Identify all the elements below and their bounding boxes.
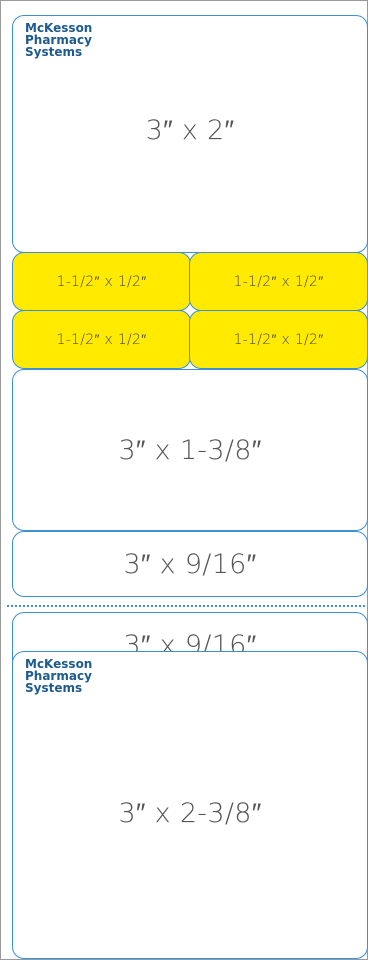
label-3x1-3-8: 3″ x 1-3/8″ bbox=[12, 369, 368, 531]
label-size-text: 3″ x 2-3/8″ bbox=[118, 797, 262, 829]
brand-line: Systems bbox=[25, 681, 83, 695]
brand-line: Pharmacy bbox=[25, 669, 92, 683]
brand-line: McKesson bbox=[25, 657, 93, 671]
label-size-text: 3″ x 1-3/8″ bbox=[118, 434, 262, 466]
label-3x2: McKesson Pharmacy Systems 3″ x 2″ bbox=[12, 15, 368, 253]
label-small-yellow: 1-1/2″ x 1/2″ bbox=[12, 252, 191, 311]
brand-line: Systems bbox=[25, 45, 83, 59]
label-size-text: 1-1/2″ x 1/2″ bbox=[233, 274, 324, 290]
brand-logo: McKesson Pharmacy Systems bbox=[25, 658, 92, 694]
label-size-text: 3″ x 9/16″ bbox=[123, 548, 257, 580]
label-small-yellow: 1-1/2″ x 1/2″ bbox=[189, 252, 368, 311]
brand-line: McKesson bbox=[25, 21, 93, 35]
label-size-text: 3″ x 2″ bbox=[145, 114, 235, 146]
label-3x2-3-8: McKesson Pharmacy Systems 3″ x 2-3/8″ bbox=[12, 651, 368, 959]
label-3x9-16: 3″ x 9/16″ bbox=[12, 531, 368, 597]
label-size-text: 1-1/2″ x 1/2″ bbox=[56, 274, 147, 290]
label-small-yellow: 1-1/2″ x 1/2″ bbox=[12, 310, 191, 369]
brand-line: Pharmacy bbox=[25, 33, 92, 47]
label-size-text: 1-1/2″ x 1/2″ bbox=[233, 332, 324, 348]
brand-logo: McKesson Pharmacy Systems bbox=[25, 22, 92, 58]
label-small-yellow: 1-1/2″ x 1/2″ bbox=[189, 310, 368, 369]
perforation-line bbox=[7, 605, 365, 607]
label-size-text: 1-1/2″ x 1/2″ bbox=[56, 332, 147, 348]
